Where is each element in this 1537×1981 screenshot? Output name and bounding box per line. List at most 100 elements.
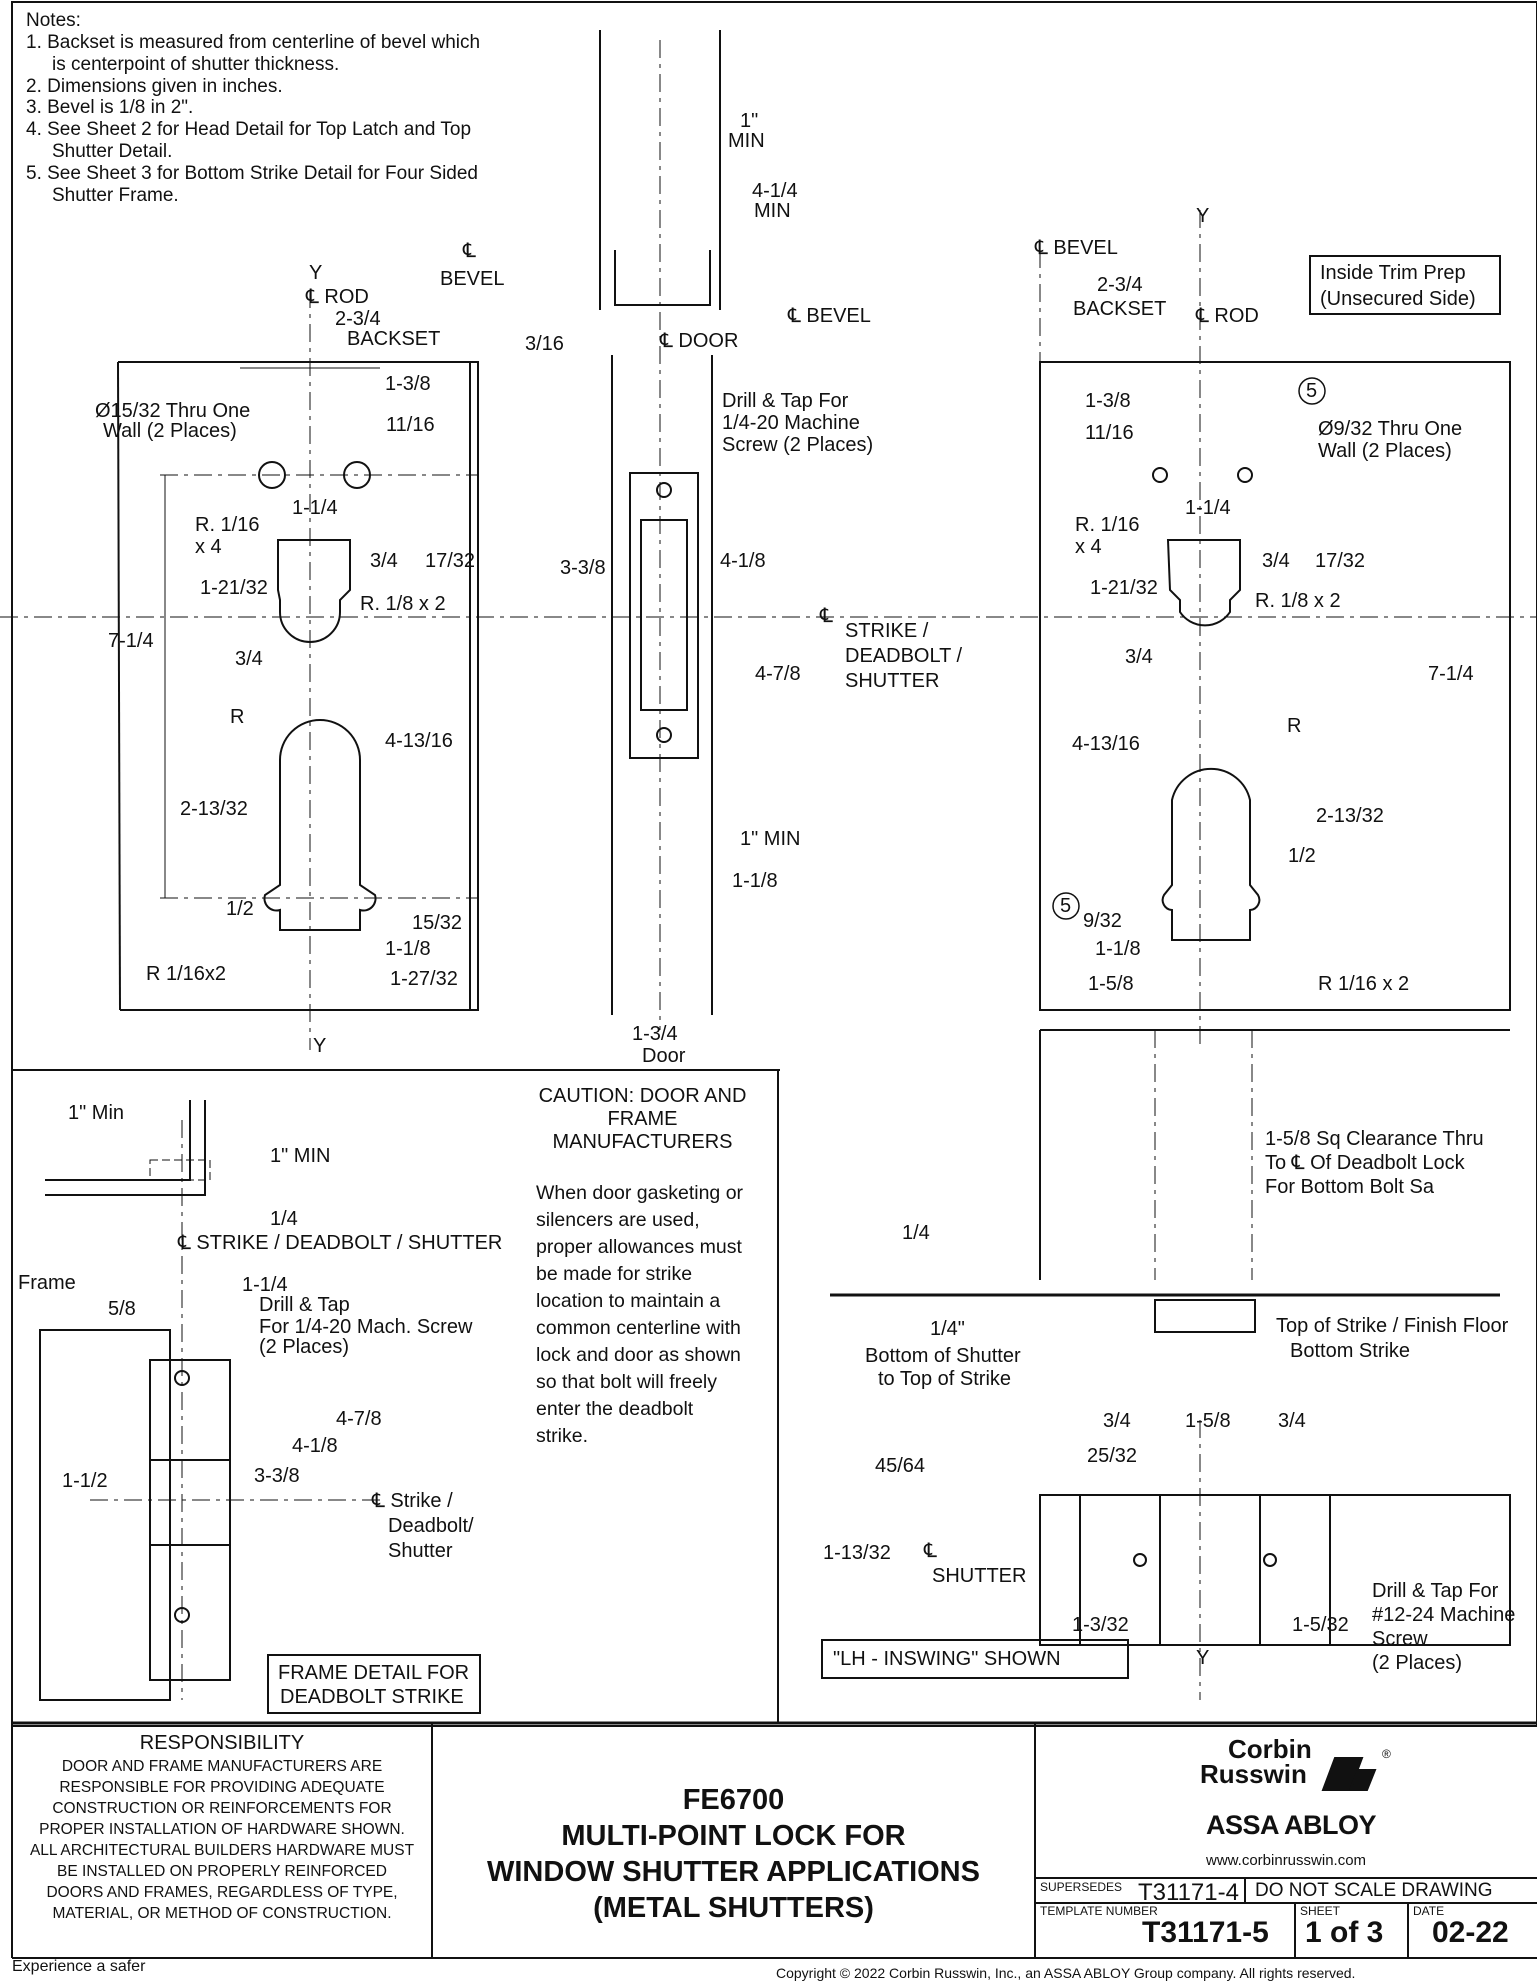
frame-dim: 5/8 [108, 1298, 136, 1320]
left-dim: 7-1/4 [108, 630, 154, 652]
bottom-dim: 45/64 [875, 1455, 926, 1477]
note-line: 5. See Sheet 3 for Bottom Strike Detail … [26, 162, 479, 184]
center-dim: 1" MIN [740, 828, 801, 850]
frame-strike: Shutter [388, 1540, 453, 1562]
note-5-marker: 5 [1060, 895, 1072, 917]
center-dim: 4-1/8 [720, 550, 766, 572]
clearance-note: To ℄ Of Deadbolt Lock [1265, 1152, 1465, 1174]
right-dim: 4-13/16 [1072, 733, 1140, 755]
right-dim: 2-13/32 [1316, 805, 1384, 827]
responsibility-line: BE INSTALLED ON PROPERLY REINFORCED [57, 1863, 387, 1880]
caution-title: CAUTION: DOOR AND [538, 1085, 747, 1107]
template-number: T31171-5 [1142, 1916, 1269, 1949]
right-radius: R 1/16 x 2 [1318, 973, 1410, 995]
frame-label: Frame [18, 1272, 76, 1294]
supersedes-label: SUPERSEDES [1040, 1880, 1123, 1894]
drawing-title: MULTI-POINT LOCK FOR [561, 1820, 906, 1852]
center-dim: 3/16 [525, 333, 564, 355]
left-bevel: BEVEL [440, 268, 505, 290]
center-min: MIN [728, 130, 765, 152]
caution-line: When door gasketing or [536, 1182, 744, 1204]
frame-dim: 3-3/8 [254, 1465, 300, 1487]
bottom-note: to Top of Strike [878, 1368, 1012, 1390]
frame-dim: 1" MIN [270, 1145, 331, 1167]
sheet-label: SHEET [1300, 1904, 1341, 1918]
caution-line: lock and door as shown [536, 1344, 741, 1366]
left-dim: 2-13/32 [180, 798, 248, 820]
left-dim: 1-3/8 [385, 373, 431, 395]
bottom-y: Y [1196, 1647, 1210, 1669]
center-cl-door: ℄ DOOR [660, 330, 739, 352]
responsibility-line: PROPER INSTALLATION OF HARDWARE SHOWN. [39, 1821, 405, 1838]
supersedes-value: T31171-4 [1138, 1879, 1239, 1906]
caution-line: silencers are used, [536, 1209, 700, 1231]
right-dim: 7-1/4 [1428, 663, 1474, 685]
right-dim: 1-21/32 [1090, 577, 1158, 599]
frame-strike: ℄ Strike / [372, 1490, 453, 1512]
note-line: Shutter Frame. [52, 184, 179, 206]
caution-line: common centerline with [536, 1317, 741, 1339]
center-drill-note: Screw (2 Places) [722, 434, 874, 456]
left-dim: 1-1/8 [385, 938, 431, 960]
caution-line: location to maintain a [536, 1290, 721, 1312]
center-cl-bevel: ℄ BEVEL [788, 305, 871, 327]
left-dim: 15/32 [412, 912, 463, 934]
right-radius: x 4 [1075, 536, 1102, 558]
frame-dim: 1/4 [270, 1208, 298, 1230]
center-strike: SHUTTER [845, 670, 940, 692]
frame-dim: 1" Min [68, 1102, 125, 1124]
frame-detail-caption: DEADBOLT STRIKE [280, 1686, 464, 1708]
center-dim: 1" [740, 110, 759, 132]
frame-drill-note: For 1/4-20 Mach. Screw [259, 1316, 473, 1338]
frame-dim: 1-1/4 [242, 1274, 288, 1296]
right-hole-note: Wall (2 Places) [1318, 440, 1452, 462]
center-dim: 4-7/8 [755, 663, 801, 685]
responsibility-line: RESPONSIBLE FOR PROVIDING ADEQUATE [59, 1779, 385, 1796]
right-radius: R. 1/16 [1075, 514, 1140, 536]
right-dim: 1-1/8 [1095, 938, 1141, 960]
date-value: 02-22 [1432, 1916, 1509, 1949]
note-line: 2. Dimensions given in inches. [26, 75, 283, 97]
note-line: is centerpoint of shutter thickness. [52, 53, 340, 75]
caution-line: so that bolt will freely [536, 1371, 717, 1393]
top-of-strike-note: Top of Strike / Finish Floor [1276, 1315, 1509, 1337]
left-dim: 1/2 [226, 898, 254, 920]
frame-detail-caption: FRAME DETAIL FOR [278, 1662, 470, 1684]
bottom-strike-note: Bottom Strike [1290, 1340, 1411, 1362]
bottom-dim: 25/32 [1087, 1445, 1138, 1467]
center-dim: 1-1/8 [732, 870, 778, 892]
left-r: R [230, 706, 245, 728]
right-radius: R. 1/8 x 2 [1255, 590, 1341, 612]
brand-assa-abloy: ASSA ABLOY [1206, 1810, 1377, 1840]
frame-strike: Deadbolt/ [388, 1515, 474, 1537]
frame-dim: 4-1/8 [292, 1435, 338, 1457]
brand-reg-mark: ® [1382, 1747, 1391, 1761]
center-strike: STRIKE / [845, 620, 929, 642]
bottom-drill-note: Drill & Tap For [1372, 1580, 1499, 1602]
left-cl-bevel: ℄ [463, 240, 476, 262]
caution-block: CAUTION: DOOR AND FRAME MANUFACTURERS [520, 1085, 765, 1154]
footer-tagline: Experience a safer [12, 1958, 146, 1975]
right-dim: 1/2 [1288, 845, 1316, 867]
responsibility-title: RESPONSIBILITY [139, 1732, 305, 1754]
bottom-dim: 1-5/8 [1185, 1410, 1231, 1432]
trim-prep-note: Inside Trim Prep [1320, 262, 1466, 284]
do-not-scale: DO NOT SCALE DRAWING [1255, 1880, 1493, 1901]
note-5-marker: 5 [1306, 380, 1318, 402]
bottom-dim: 1-13/32 [823, 1542, 891, 1564]
left-radius: R 1/16x2 [146, 963, 227, 985]
drawing-title: (METAL SHUTTERS) [593, 1892, 874, 1924]
right-dim: 1-1/4 [1185, 497, 1231, 519]
right-dim: 17/32 [1315, 550, 1366, 572]
center-door: Door [642, 1045, 686, 1067]
sheet-number: 1 of 3 [1305, 1916, 1384, 1949]
center-min: MIN [754, 200, 791, 222]
left-dim: 1-1/4 [292, 497, 338, 519]
bottom-drill-note: (2 Places) [1372, 1652, 1463, 1674]
center-dim: 1-3/4 [632, 1023, 678, 1045]
responsibility-block: RESPONSIBILITY DOOR AND FRAME MANUFACTUR… [12, 1730, 432, 1924]
bottom-cl-shutter: ℄ [924, 1540, 937, 1562]
bottom-shutter: SHUTTER [932, 1565, 1027, 1587]
center-dim: 3-3/8 [560, 557, 606, 579]
